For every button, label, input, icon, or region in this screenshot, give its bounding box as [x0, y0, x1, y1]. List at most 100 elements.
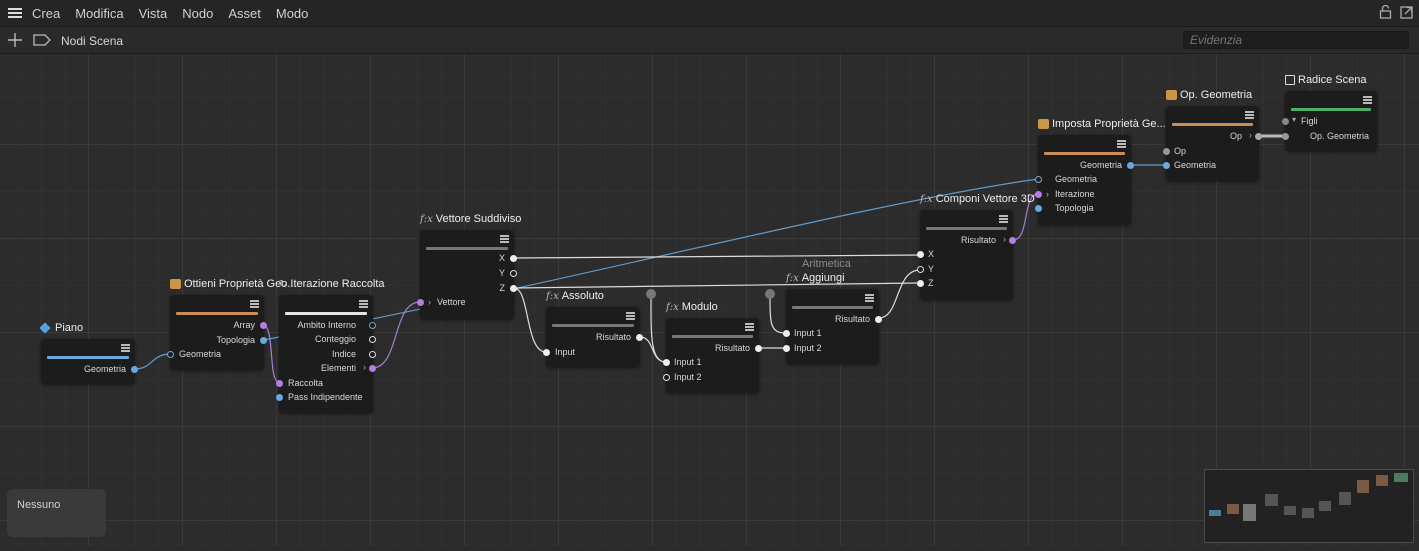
node-imposta-proprieta[interactable]: Imposta Proprietà Ge... Geometria Geomet…	[1035, 118, 1166, 225]
search-input[interactable]	[1183, 31, 1409, 49]
port-out-risultato[interactable]	[1009, 237, 1016, 244]
port-label: Geometria	[1079, 160, 1122, 170]
port-in-topologia[interactable]	[1035, 205, 1042, 212]
port-in-z[interactable]	[917, 280, 924, 287]
port-in-geometria[interactable]	[1163, 162, 1170, 169]
port-in-input[interactable]	[543, 349, 550, 356]
port-in-op[interactable]	[1163, 148, 1170, 155]
wire-elementi-vettore	[371, 301, 421, 369]
port-label: Vettore	[437, 297, 466, 307]
popout-icon[interactable]	[1400, 5, 1413, 19]
chevron-down-icon: ▾	[1292, 115, 1297, 124]
port-in-y[interactable]	[917, 266, 924, 273]
menu-asset[interactable]: Asset	[228, 5, 261, 21]
port-in-op-geometria[interactable]	[1282, 133, 1289, 140]
port-in-input-2[interactable]	[663, 374, 670, 381]
node-iterazione-raccolta[interactable]: ↻Iterazione Raccolta Ambito Interno Cont…	[276, 278, 385, 413]
node-graph-canvas[interactable]: Piano Geometria Ottieni Proprietà Geo...…	[0, 54, 1419, 546]
port-in-vettore[interactable]	[417, 299, 424, 306]
minimap-node	[1209, 510, 1221, 516]
port-in-pass-indipendente[interactable]	[276, 394, 283, 401]
port-out-x[interactable]	[510, 255, 517, 262]
port-out-z[interactable]	[510, 285, 517, 292]
diamond-icon	[39, 322, 51, 334]
node-menu-icon[interactable]	[1363, 96, 1372, 104]
add-icon[interactable]	[7, 32, 23, 48]
port-out-risultato[interactable]	[636, 334, 643, 341]
wire-componi-imposta	[1012, 193, 1039, 241]
wire-assoluto-modulo	[639, 336, 667, 363]
tag-icon[interactable]	[33, 34, 51, 46]
port-in-input-1[interactable]	[783, 330, 790, 337]
menu-vista[interactable]: Vista	[138, 5, 168, 21]
minimap-node	[1302, 508, 1314, 518]
port-label: Iterazione	[1055, 189, 1095, 199]
node-op-geometria[interactable]: Op. Geometria Op › Op Geometria	[1163, 89, 1262, 181]
fx-icon: f:x	[786, 272, 799, 284]
menu-nodo[interactable]: Nodo	[182, 5, 214, 21]
node-title: Vettore Suddiviso	[435, 213, 522, 225]
cube-icon	[1166, 90, 1177, 100]
port-out-geometria[interactable]	[131, 366, 138, 373]
port-out-elementi[interactable]	[369, 365, 376, 372]
port-out-array[interactable]	[260, 322, 267, 329]
port-label: Figli	[1301, 116, 1318, 126]
port-in-x[interactable]	[917, 251, 924, 258]
node-title: Piano	[55, 322, 84, 334]
port-out-conteggio[interactable]	[369, 336, 376, 343]
node-menu-icon[interactable]	[626, 312, 635, 320]
port-out-indice[interactable]	[369, 351, 376, 358]
minimap-node	[1227, 504, 1239, 514]
port-in-geometria[interactable]	[1035, 176, 1042, 183]
port-in-figli[interactable]	[1282, 118, 1289, 125]
node-menu-icon[interactable]	[865, 294, 874, 302]
node-piano[interactable]: Piano Geometria	[39, 322, 138, 384]
node-menu-icon[interactable]	[1245, 111, 1254, 119]
port-out-risultato[interactable]	[875, 316, 882, 323]
port-out-ambito-interno[interactable]	[369, 322, 376, 329]
node-menu-icon[interactable]	[745, 323, 754, 331]
port-in-input-1[interactable]	[663, 359, 670, 366]
node-color-bar	[1172, 123, 1253, 126]
port-label: X	[498, 253, 505, 263]
breadcrumb[interactable]: Nodi Scena	[61, 34, 124, 48]
port-out-y[interactable]	[510, 270, 517, 277]
node-ottieni-proprieta[interactable]: Ottieni Proprietà Geo... Array Topologia…	[167, 278, 297, 370]
menu-modifica[interactable]: Modifica	[75, 5, 124, 21]
port-in-geometria[interactable]	[167, 351, 174, 358]
node-color-bar	[426, 247, 508, 250]
port-in-iterazione[interactable]	[1035, 191, 1042, 198]
port-out-geometria[interactable]	[1127, 162, 1134, 169]
node-menu-icon[interactable]	[121, 344, 130, 352]
fx-icon: f:x	[420, 213, 433, 225]
node-radice-scena[interactable]: Radice Scena ▾ Figli Op. Geometria	[1282, 74, 1377, 151]
node-menu-icon[interactable]	[359, 300, 368, 308]
node-menu-icon[interactable]	[999, 215, 1008, 223]
port-in-raccolta[interactable]	[276, 380, 283, 387]
node-color-bar	[552, 324, 634, 327]
port-out-op[interactable]	[1255, 133, 1262, 140]
minimap[interactable]	[1204, 469, 1414, 543]
node-color-bar	[672, 335, 753, 338]
node-menu-icon[interactable]	[250, 300, 259, 308]
menu-crea[interactable]: Crea	[32, 5, 61, 21]
node-menu-icon[interactable]	[500, 235, 509, 243]
fx-icon: f:x	[546, 290, 559, 302]
port-out-topologia[interactable]	[260, 337, 267, 344]
lock-icon[interactable]	[1379, 5, 1392, 19]
node-menu-icon[interactable]	[1117, 140, 1126, 148]
node-color-bar	[1291, 108, 1371, 111]
hamburger-menu-icon[interactable]	[8, 7, 22, 19]
node-color-bar	[792, 306, 873, 309]
port-in-input-2[interactable]	[783, 345, 790, 352]
port-label: Risultato	[595, 332, 631, 342]
minimap-node	[1339, 492, 1351, 505]
reroute-dot	[765, 289, 775, 299]
port-out-risultato[interactable]	[755, 345, 762, 352]
menu-modo[interactable]: Modo	[275, 5, 309, 21]
